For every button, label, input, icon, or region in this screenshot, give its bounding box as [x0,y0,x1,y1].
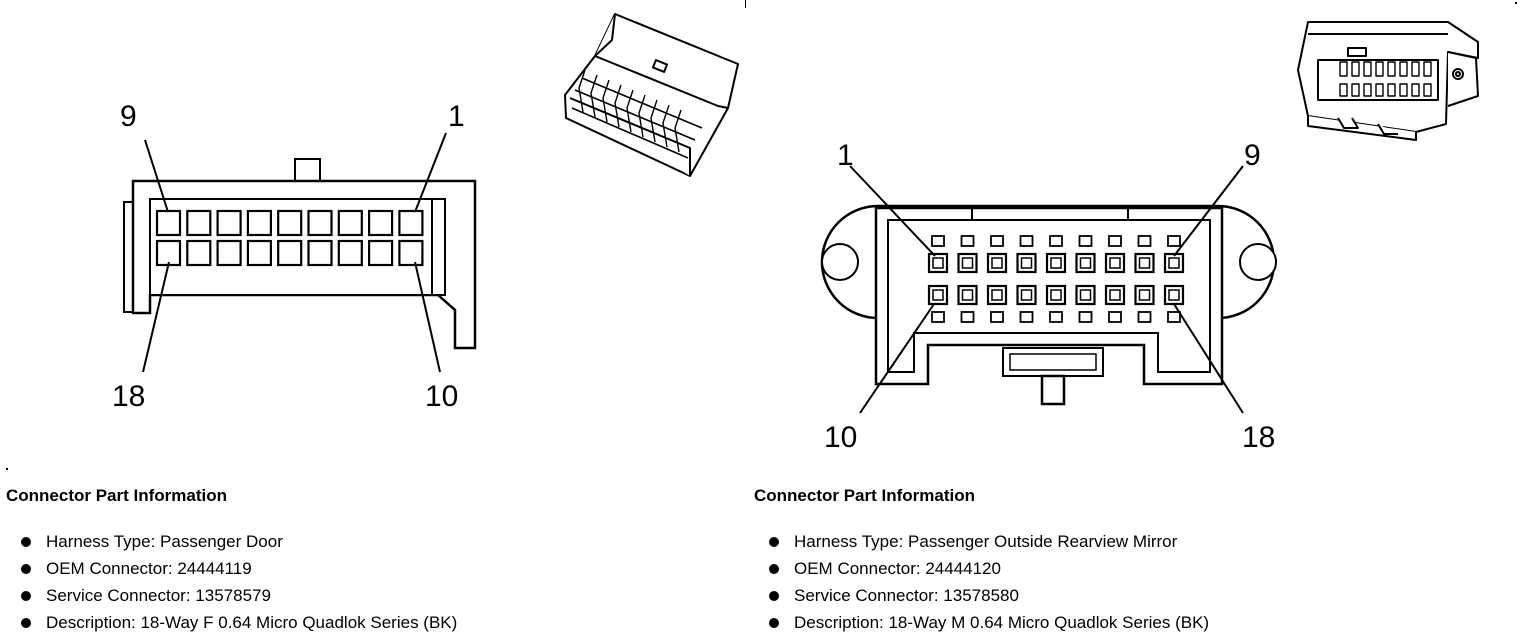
pin-cavity [368,239,394,267]
pin-terminal [927,235,949,274]
corner-mark [1515,2,1517,4]
pin-label-bottom-right: 18 [1242,421,1275,454]
pin-grid [927,235,1185,323]
connector-isometric-illustration [564,13,739,177]
connector-face-diagram-male: 1 9 10 18 [820,21,1479,454]
pin-terminal [986,284,1008,323]
pin-cavity [246,209,272,237]
service-connector: Service Connector: 13578580 [754,584,1209,611]
pin-label-top-right: 9 [1244,139,1261,172]
panel-divider [745,0,746,8]
pin-terminal [1104,235,1126,274]
pin-label-bottom-left: 10 [824,421,857,454]
pin-cavity [277,209,303,237]
pin-terminal [1104,284,1126,323]
pin-terminal [1134,235,1155,274]
pin-terminal [1016,284,1037,323]
pin-terminal [1163,235,1185,274]
pin-label-top-left: 1 [837,139,854,172]
connector-details-list: Harness Type: Passenger Door OEM Connect… [6,530,457,638]
pin-cavity [216,239,242,267]
pin-terminal [1134,284,1155,323]
corner-mark [6,468,8,470]
pin-cavity [216,209,242,237]
pin-cavity [155,209,182,237]
pin-terminal [957,235,978,274]
pin-terminal [986,235,1008,274]
pin-label-top-right: 1 [448,100,465,133]
oem-connector: OEM Connector: 24444119 [6,557,457,584]
pin-cavity [337,209,363,237]
pin-terminal [1045,284,1067,323]
connector-face-diagram-female: 9 1 18 10 [112,13,739,413]
pin-label-top-left: 9 [120,100,137,133]
description: Description: 18-Way M 0.64 Micro Quadlok… [754,611,1209,638]
pin-cavity [337,239,363,267]
pin-label-bottom-left: 18 [112,380,145,413]
pin-terminal [1045,235,1067,274]
pin-terminal [1016,235,1037,274]
pin-cavity [155,239,182,267]
harness-type: Harness Type: Passenger Door [6,530,457,557]
pin-terminal [1075,284,1096,323]
pin-cavity [368,209,394,237]
pin-cavity [277,239,303,267]
pin-terminal [1075,235,1096,274]
section-title: Connector Part Information [6,486,228,505]
description: Description: 18-Way F 0.64 Micro Quadlok… [6,611,457,638]
service-connector: Service Connector: 13578579 [6,584,457,611]
connector-details-list: Harness Type: Passenger Outside Rearview… [754,530,1209,638]
pin-cavity [398,209,424,237]
section-title: Connector Part Information [754,486,976,505]
pin-label-bottom-right: 10 [425,380,458,413]
pin-terminal [927,284,949,323]
connector-panel-passenger-door: 9 1 18 10 Connector Part Information Har… [0,0,745,640]
pin-cavity [398,239,424,267]
pin-cavity [307,239,333,267]
harness-type: Harness Type: Passenger Outside Rearview… [754,530,1209,557]
oem-connector: OEM Connector: 24444120 [754,557,1209,584]
pin-cavity [246,239,272,267]
pin-cavity [186,239,212,267]
pin-terminal [957,284,978,323]
pin-cavity [186,209,212,237]
pin-cavity [307,209,333,237]
connector-panel-passenger-mirror: 1 9 10 18 Connector Part Information Har… [748,0,1520,640]
connector-isometric-illustration [1297,21,1479,141]
